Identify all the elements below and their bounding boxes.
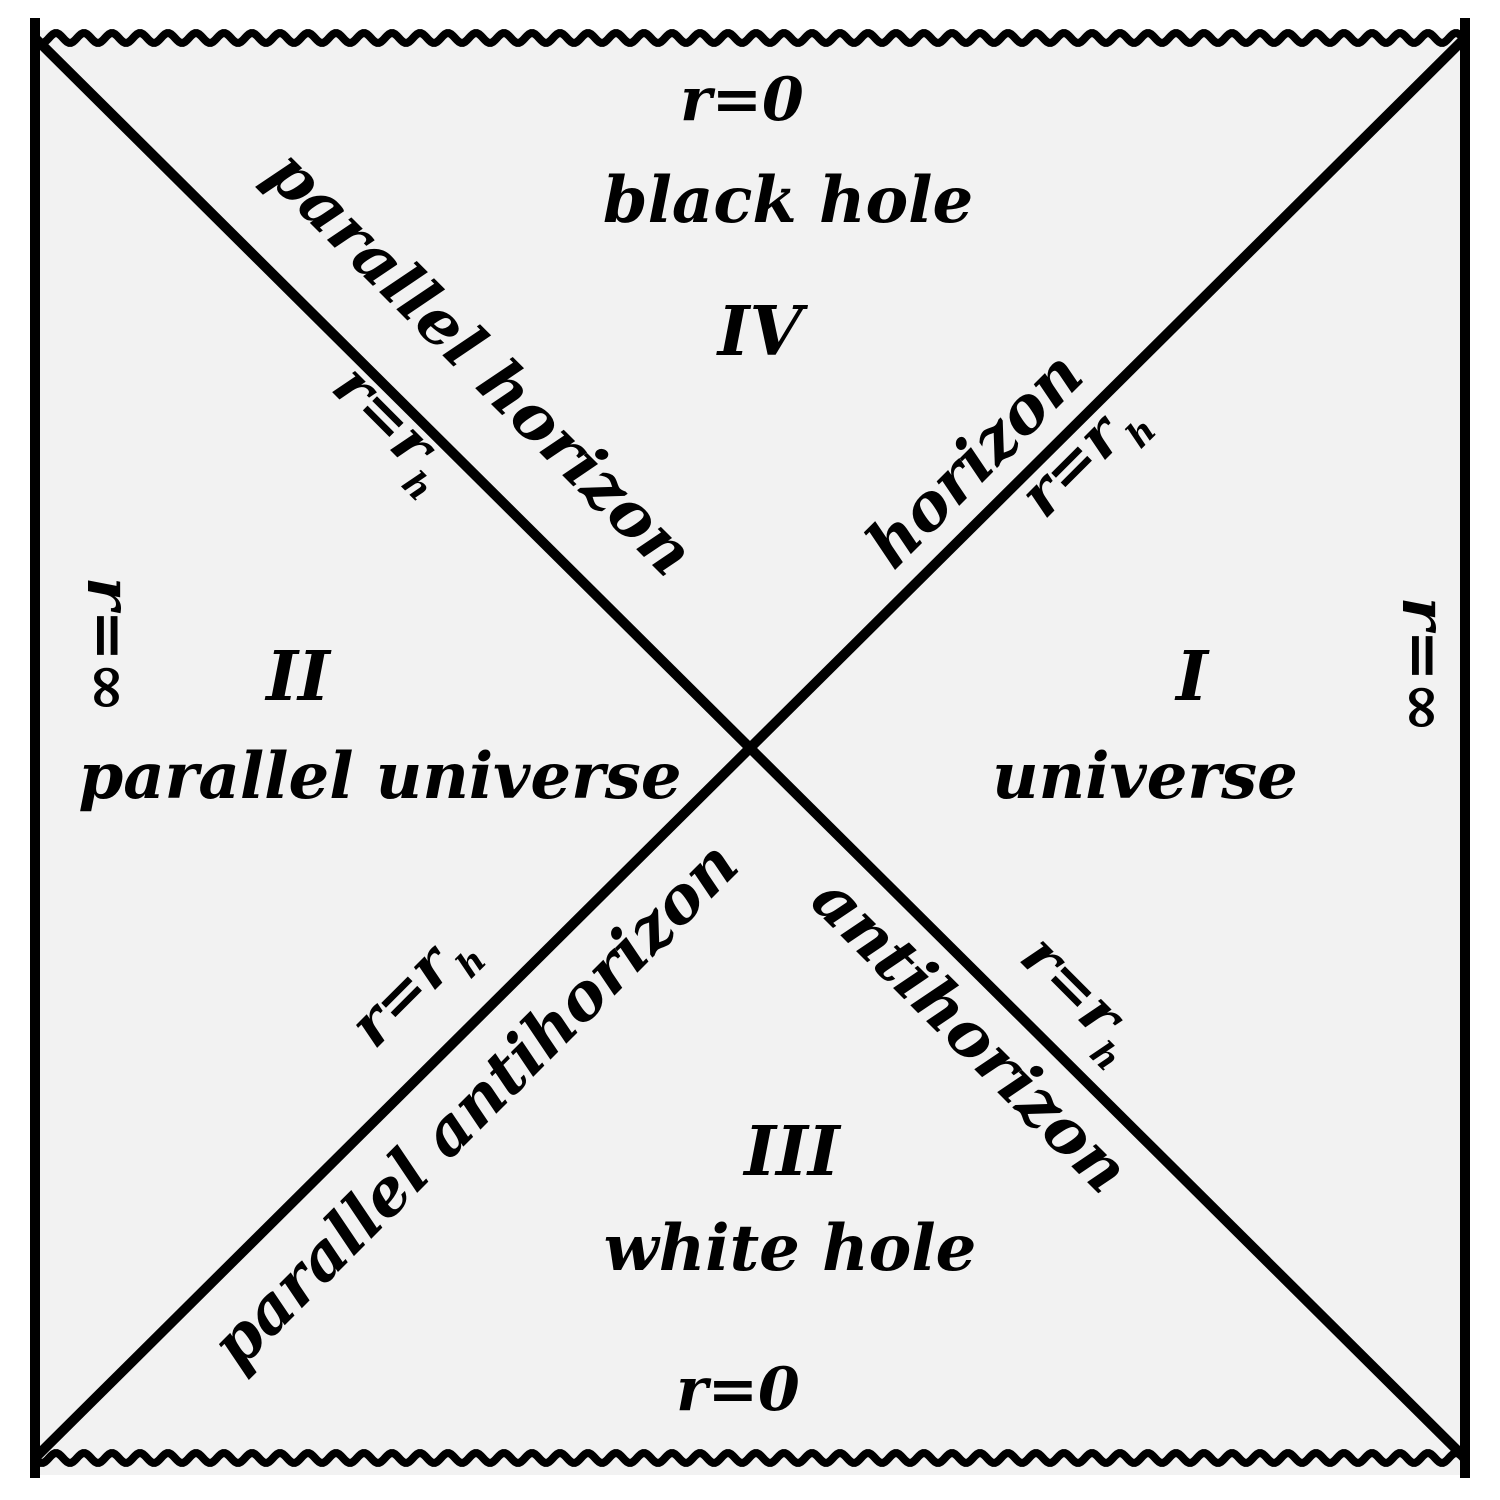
region-iii-numeral: III [742, 1112, 842, 1192]
right-infinity-label: r=∞ [1388, 597, 1461, 733]
bottom-singularity-line [32, 1449, 1468, 1467]
bottom-singularity-label: r=0 [676, 1355, 800, 1425]
region-i-numeral: I [1174, 637, 1210, 717]
region-ii-numeral: II [264, 637, 332, 717]
region-iv-numeral: IV [716, 292, 809, 372]
black-hole-label: black hole [603, 163, 973, 238]
top-singularity-line [32, 29, 1468, 47]
top-singularity-label: r=0 [680, 65, 804, 135]
white-hole-label: white hole [604, 1211, 977, 1286]
ascending-diagonal [31, 34, 1469, 1462]
universe-label: universe [992, 739, 1298, 814]
left-infinity-label: r=∞ [73, 577, 146, 713]
parallel-universe-label: parallel universe [78, 739, 681, 814]
